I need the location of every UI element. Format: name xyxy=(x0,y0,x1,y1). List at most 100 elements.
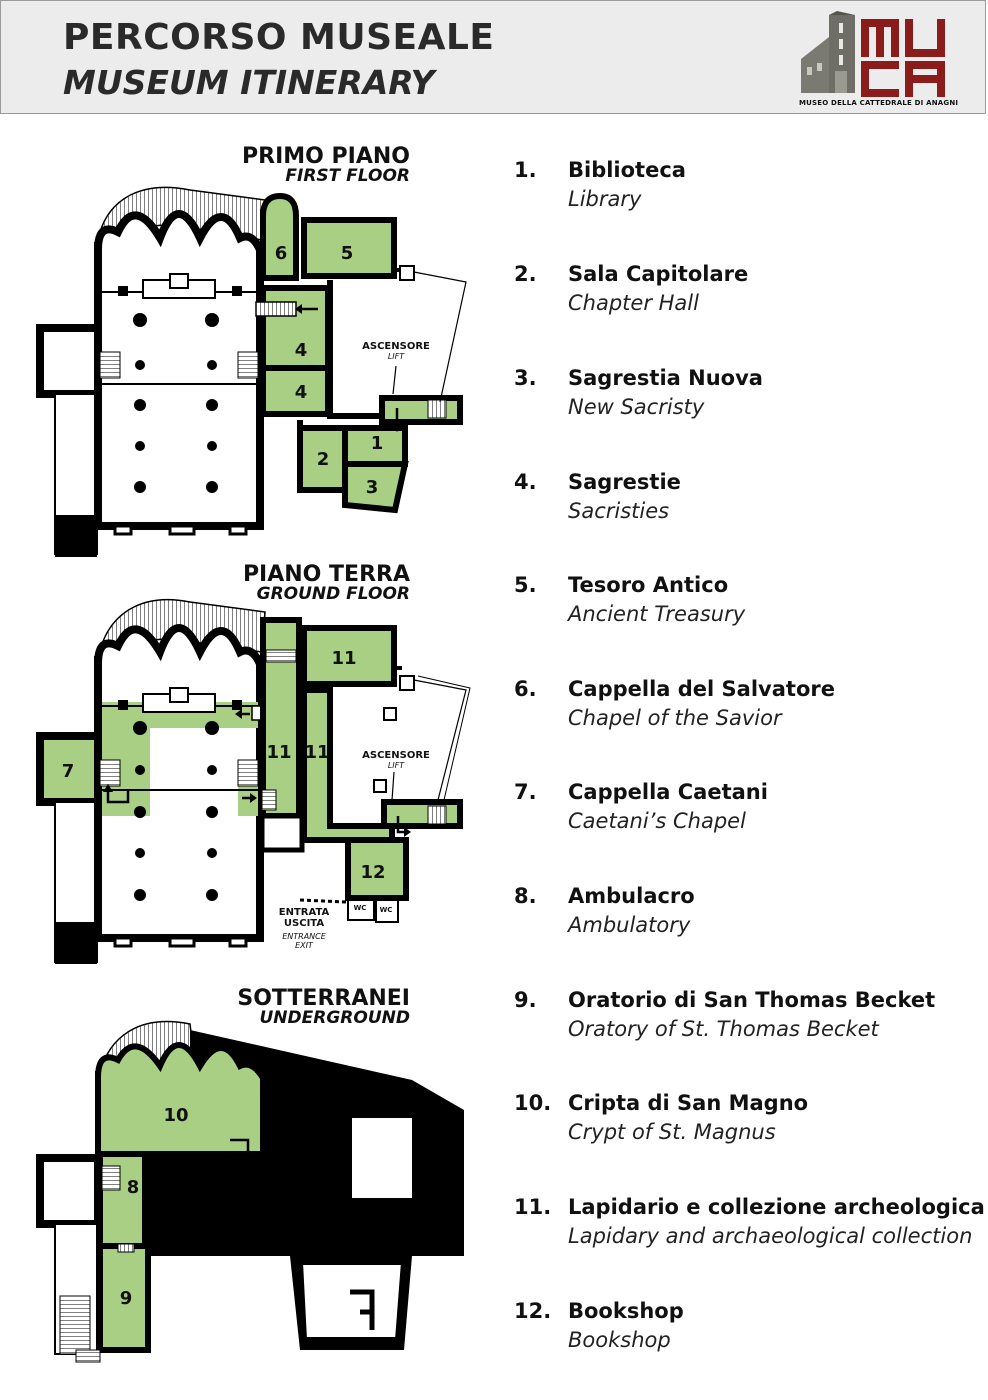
legend-item: 2. Sala Capitolare Chapter Hall xyxy=(514,262,984,322)
page-header: PERCORSO MUSEALE MUSEUM ITINERARY MUSEO … xyxy=(0,0,986,114)
legend-name-en: Library xyxy=(568,187,642,211)
legend-number: 7. xyxy=(514,780,537,804)
room-label-11b: 11 xyxy=(304,742,329,763)
muca-logo: MUSEO DELLA CATTEDRALE DI ANAGNI xyxy=(799,9,959,111)
room-label-8: 8 xyxy=(127,1177,140,1198)
floor-name-en: GROUND FLOOR xyxy=(256,584,410,604)
ff-lift-label: ASCENSORE xyxy=(362,341,430,352)
room-label-5: 5 xyxy=(341,243,354,264)
page-subtitle: MUSEUM ITINERARY xyxy=(63,63,435,102)
room-label-11a: 11 xyxy=(266,742,291,763)
room-label-10: 10 xyxy=(163,1105,188,1126)
gf-room-12 xyxy=(345,837,409,901)
room-label-7: 7 xyxy=(62,761,75,782)
legend-name-en: Crypt of St. Magnus xyxy=(568,1120,776,1144)
legend-item: 5. Tesoro Antico Ancient Treasury xyxy=(514,573,984,633)
legend-name-it: Bookshop xyxy=(568,1299,684,1323)
legend-item: 3. Sagrestia Nuova New Sacristy xyxy=(514,366,984,426)
legend-name-en: Chapel of the Savior xyxy=(568,706,782,730)
floor-name-en: UNDERGROUND xyxy=(259,1008,411,1028)
ff-left-stair xyxy=(55,515,97,557)
legend-name-en: Ancient Treasury xyxy=(568,602,746,626)
legend-number: 8. xyxy=(514,884,537,908)
legend-name-en: Chapter Hall xyxy=(568,291,699,315)
entrance-label: ENTRATA xyxy=(279,907,330,918)
gf-room-11a xyxy=(260,617,302,819)
ug-void-1 xyxy=(352,1118,412,1198)
ff-lift-label-en: LIFT xyxy=(388,352,405,361)
ff-room-3 xyxy=(342,461,409,514)
room-label-2: 2 xyxy=(317,449,330,470)
wc-label-1: WC xyxy=(354,904,367,912)
exit-label-en: EXIT xyxy=(295,941,314,950)
legend-item: 4. Sagrestie Sacristies xyxy=(514,470,984,530)
legend-name-en: Ambulatory xyxy=(568,913,691,937)
legend-item: 8. Ambulacro Ambulatory xyxy=(514,884,984,944)
legend-name-it: Sala Capitolare xyxy=(568,262,749,286)
legend-name-it: Biblioteca xyxy=(568,158,686,182)
room-label-3: 3 xyxy=(366,477,379,498)
room-label-4b: 4 xyxy=(295,382,308,403)
gf-room-11b xyxy=(301,687,395,843)
legend-item: 7. Cappella Caetani Caetani’s Chapel xyxy=(514,780,984,840)
room-label-12: 12 xyxy=(360,862,385,883)
gf-lift-label: ASCENSORE xyxy=(362,750,430,761)
ff-room-6 xyxy=(260,192,299,281)
floor-name-it: SOTTERRANEI xyxy=(237,986,410,1011)
ff-left-annex xyxy=(36,324,102,398)
wc-label-2: WC xyxy=(380,906,393,914)
legend-item: 11. Lapidario e collezione archeologica … xyxy=(514,1195,985,1255)
legend-item: 9. Oratorio di San Thomas Becket Oratory… xyxy=(514,988,984,1048)
legend-name-en: Bookshop xyxy=(568,1328,671,1352)
legend-name-en: Lapidary and archaeological collection xyxy=(568,1224,973,1248)
legend-number: 3. xyxy=(514,366,537,390)
legend-number: 11. xyxy=(514,1195,552,1219)
legend-item: 10. Cripta di San Magno Crypt of St. Mag… xyxy=(514,1091,984,1151)
room-label-4a: 4 xyxy=(295,340,308,361)
legend-name-en: Sacristies xyxy=(568,499,670,523)
legend-name-it: Sagrestie xyxy=(568,470,681,494)
gf-lift-corridor xyxy=(381,799,463,829)
legend-item: 12. Bookshop Bookshop xyxy=(514,1299,984,1359)
legend-number: 12. xyxy=(514,1299,552,1323)
legend-name-en: New Sacristy xyxy=(568,395,705,419)
legend-name-it: Oratorio di San Thomas Becket xyxy=(568,988,936,1012)
page-title: PERCORSO MUSEALE xyxy=(63,17,495,58)
ff-room-5 xyxy=(301,217,397,279)
legend-number: 1. xyxy=(514,158,537,182)
floor-name-en: FIRST FLOOR xyxy=(285,166,410,186)
ff-lift-corridor xyxy=(379,395,463,425)
legend-number: 10. xyxy=(514,1091,552,1115)
room-label-9: 9 xyxy=(120,1288,133,1309)
room-label-6: 6 xyxy=(275,243,288,264)
floor-name-it: PIANO TERRA xyxy=(242,562,410,587)
ug-void-2 xyxy=(296,1259,408,1343)
floor-name-it: PRIMO PIANO xyxy=(242,144,410,169)
gf-lift-label-en: LIFT xyxy=(388,761,405,770)
floor-label-ground: PIANO TERRA GROUND FLOOR xyxy=(180,564,410,603)
legend-number: 2. xyxy=(514,262,537,286)
first-floor-plan xyxy=(36,186,467,557)
entrance-label-en: ENTRANCE xyxy=(282,932,327,941)
ground-floor-plan xyxy=(36,598,471,964)
legend-number: 5. xyxy=(514,573,537,597)
legend-name-it: Ambulacro xyxy=(568,884,695,908)
legend-item: 6. Cappella del Salvatore Chapel of the … xyxy=(514,677,984,737)
legend-name-en: Oratory of St. Thomas Becket xyxy=(568,1017,879,1041)
legend-item: 1. Biblioteca Library xyxy=(514,158,984,218)
ff-apses xyxy=(94,210,264,252)
legend-number: 9. xyxy=(514,988,537,1012)
underground-plan xyxy=(36,1020,464,1363)
legend-name-it: Cappella del Salvatore xyxy=(568,677,835,701)
logo-caption: MUSEO DELLA CATTEDRALE DI ANAGNI xyxy=(799,99,959,107)
legend-number: 6. xyxy=(514,677,537,701)
ff-room-1 xyxy=(342,425,408,467)
exit-label: USCITA xyxy=(284,918,324,929)
legend-name-it: Cripta di San Magno xyxy=(568,1091,809,1115)
legend-name-en: Caetani’s Chapel xyxy=(568,809,746,833)
room-label-11-top: 11 xyxy=(331,648,356,669)
legend-name-it: Lapidario e collezione archeologica xyxy=(568,1195,985,1219)
room-label-1: 1 xyxy=(371,433,384,454)
legend-name-it: Sagrestia Nuova xyxy=(568,366,763,390)
